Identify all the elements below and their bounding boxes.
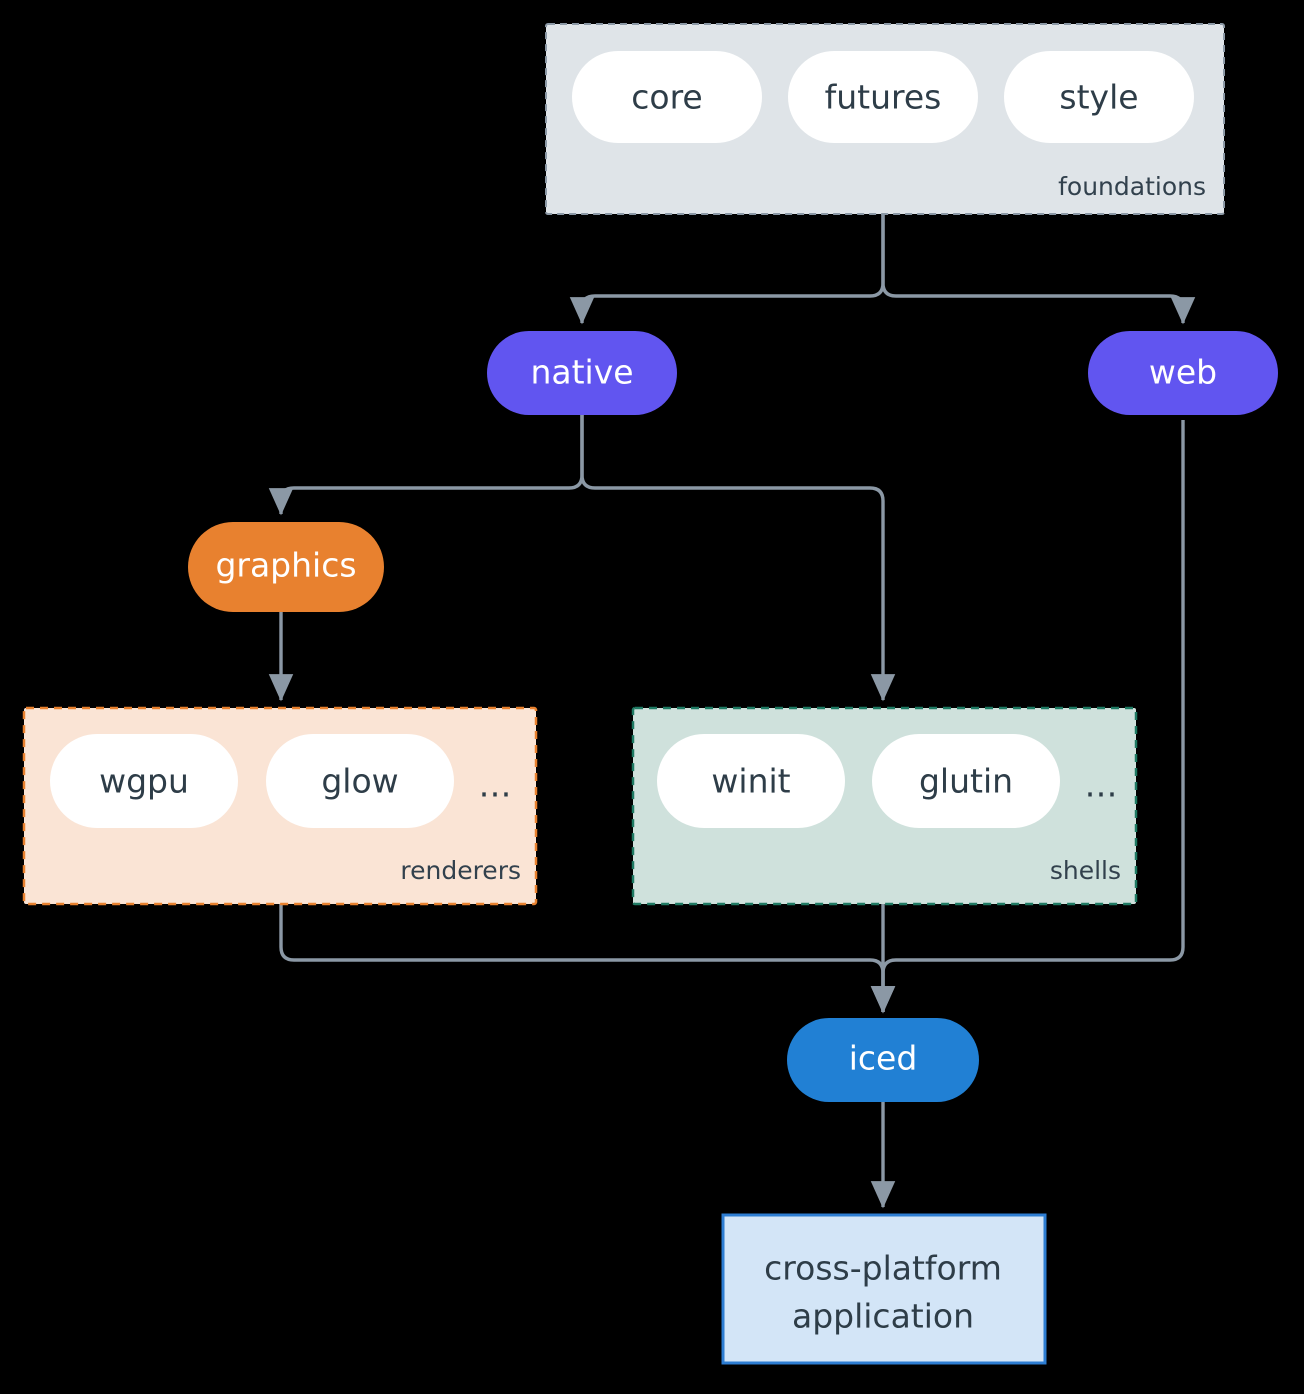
- group-renderers-label: renderers: [400, 856, 521, 885]
- node-native-label: native: [530, 353, 633, 392]
- node-glow-label: glow: [321, 762, 398, 801]
- node-application[interactable]: cross-platform application: [721, 1213, 1047, 1365]
- node-glow-shape[interactable]: [266, 734, 454, 828]
- group-renderers: wgpu glow … renderers: [22, 706, 538, 906]
- node-native[interactable]: native: [487, 331, 677, 415]
- node-native-shape[interactable]: [487, 331, 677, 415]
- edge-layer: [268, 214, 1196, 1209]
- node-graphics[interactable]: graphics: [188, 522, 384, 612]
- edge-foundations-to-native: [569, 214, 885, 325]
- node-iced-shape[interactable]: [787, 1018, 979, 1102]
- edge-native-to-shells: [580, 415, 896, 702]
- node-application-label-line1: cross-platform: [764, 1249, 1002, 1288]
- group-shells-label: shells: [1050, 856, 1121, 885]
- node-web[interactable]: web: [1088, 331, 1278, 415]
- node-application-label-line2: application: [792, 1297, 974, 1336]
- node-web-label: web: [1149, 353, 1217, 392]
- node-core-label: core: [631, 78, 702, 117]
- edge-native-to-graphics: [268, 415, 584, 516]
- group-foundations: core futures style foundations: [545, 23, 1225, 215]
- node-application-shape[interactable]: [721, 1213, 1047, 1365]
- node-wgpu-label: wgpu: [99, 762, 189, 801]
- node-futures-shape[interactable]: [788, 51, 978, 143]
- node-futures[interactable]: futures: [788, 51, 978, 143]
- node-iced[interactable]: iced: [787, 1018, 979, 1102]
- node-core[interactable]: core: [572, 51, 762, 143]
- node-wgpu-shape[interactable]: [50, 734, 238, 828]
- node-winit-shape[interactable]: [657, 734, 845, 828]
- node-glutin-shape[interactable]: [872, 734, 1060, 828]
- node-renderers-more-label: …: [479, 766, 512, 805]
- node-glow[interactable]: glow: [266, 734, 454, 828]
- node-winit[interactable]: winit: [657, 734, 845, 828]
- edge-renderers-to-iced: [279, 904, 896, 1014]
- group-shells: winit glutin … shells: [631, 706, 1138, 906]
- edge-web-to-iced: [870, 420, 1185, 1014]
- node-wgpu[interactable]: wgpu: [50, 734, 238, 828]
- node-core-shape[interactable]: [572, 51, 762, 143]
- node-style[interactable]: style: [1004, 51, 1194, 143]
- node-shells-more-label: …: [1085, 766, 1118, 805]
- group-foundations-label: foundations: [1058, 172, 1206, 201]
- node-web-shape[interactable]: [1088, 331, 1278, 415]
- node-winit-label: winit: [711, 762, 790, 801]
- node-graphics-label: graphics: [215, 546, 356, 585]
- node-graphics-shape[interactable]: [188, 522, 384, 612]
- node-style-shape[interactable]: [1004, 51, 1194, 143]
- node-glutin[interactable]: glutin: [872, 734, 1060, 828]
- node-iced-label: iced: [849, 1039, 918, 1078]
- node-style-label: style: [1059, 78, 1138, 117]
- node-futures-label: futures: [825, 78, 942, 117]
- edge-foundations-to-web: [881, 214, 1196, 325]
- node-glutin-label: glutin: [919, 762, 1013, 801]
